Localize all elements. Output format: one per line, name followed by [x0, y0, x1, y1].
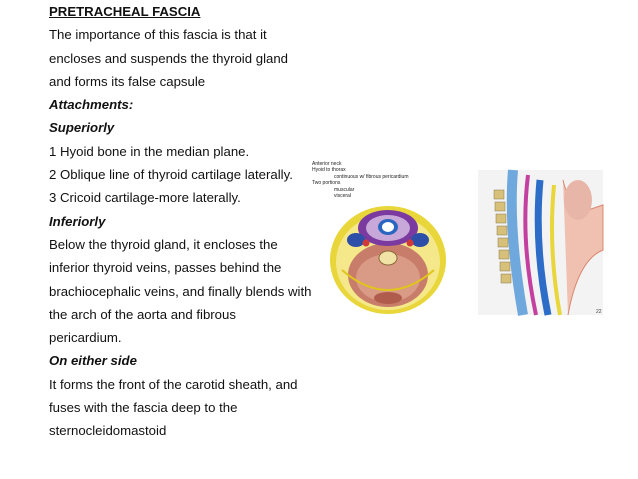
neck-sagittal-view [478, 169, 604, 316]
figure-label: Anterior neck [312, 161, 342, 167]
document-body: PRETRACHEAL FASCIA The importance of thi… [49, 0, 319, 443]
text-line: the arch of the aorta and fibrous [49, 306, 236, 322]
figure-label: Hyoid to thorax [312, 167, 346, 174]
text-line: Below the thyroid gland, it encloses the [49, 236, 278, 252]
section-heading-either-side: On either side [49, 353, 137, 369]
figure-label: visceral [334, 193, 351, 200]
page-title: PRETRACHEAL FASCIA [49, 4, 201, 19]
figure-label: continuous w/ fibrous pericardium [334, 173, 409, 180]
text-line: inferior thyroid veins, passes behind th… [49, 260, 282, 276]
text-line: 2 Oblique line of thyroid cartilage late… [49, 167, 293, 183]
figure-label: Two portions [312, 180, 341, 187]
text-line: pericardium. [49, 330, 122, 346]
figure-labels: Anterior neck Hyoid to thorax continuous… [312, 161, 408, 199]
text-line: fuses with the fascia deep to the [49, 400, 238, 416]
section-heading-attachments: Attachments: [49, 97, 134, 113]
figure-label: muscular [334, 186, 355, 193]
anatomy-figure [330, 169, 604, 316]
neck-cross-section [330, 206, 446, 314]
text-line: 1 Hyoid bone in the median plane. [49, 143, 250, 159]
text-line: It forms the front of the carotid sheath… [49, 376, 298, 392]
text-line: sternocleidomastoid [49, 423, 167, 439]
text-line: 3 Cricoid cartilage-more laterally. [49, 190, 241, 206]
text-line: brachiocephalic veins, and finally blend… [49, 283, 312, 299]
text-line: The importance of this fascia is that it [49, 27, 267, 43]
text-line: encloses and suspends the thyroid gland [49, 50, 289, 66]
section-heading-inferiorly: Inferiorly [49, 213, 106, 229]
text-line: and forms its false capsule [49, 73, 206, 89]
figure-page-number: 22 [596, 309, 602, 315]
section-heading-superiorly: Superiorly [49, 120, 115, 136]
